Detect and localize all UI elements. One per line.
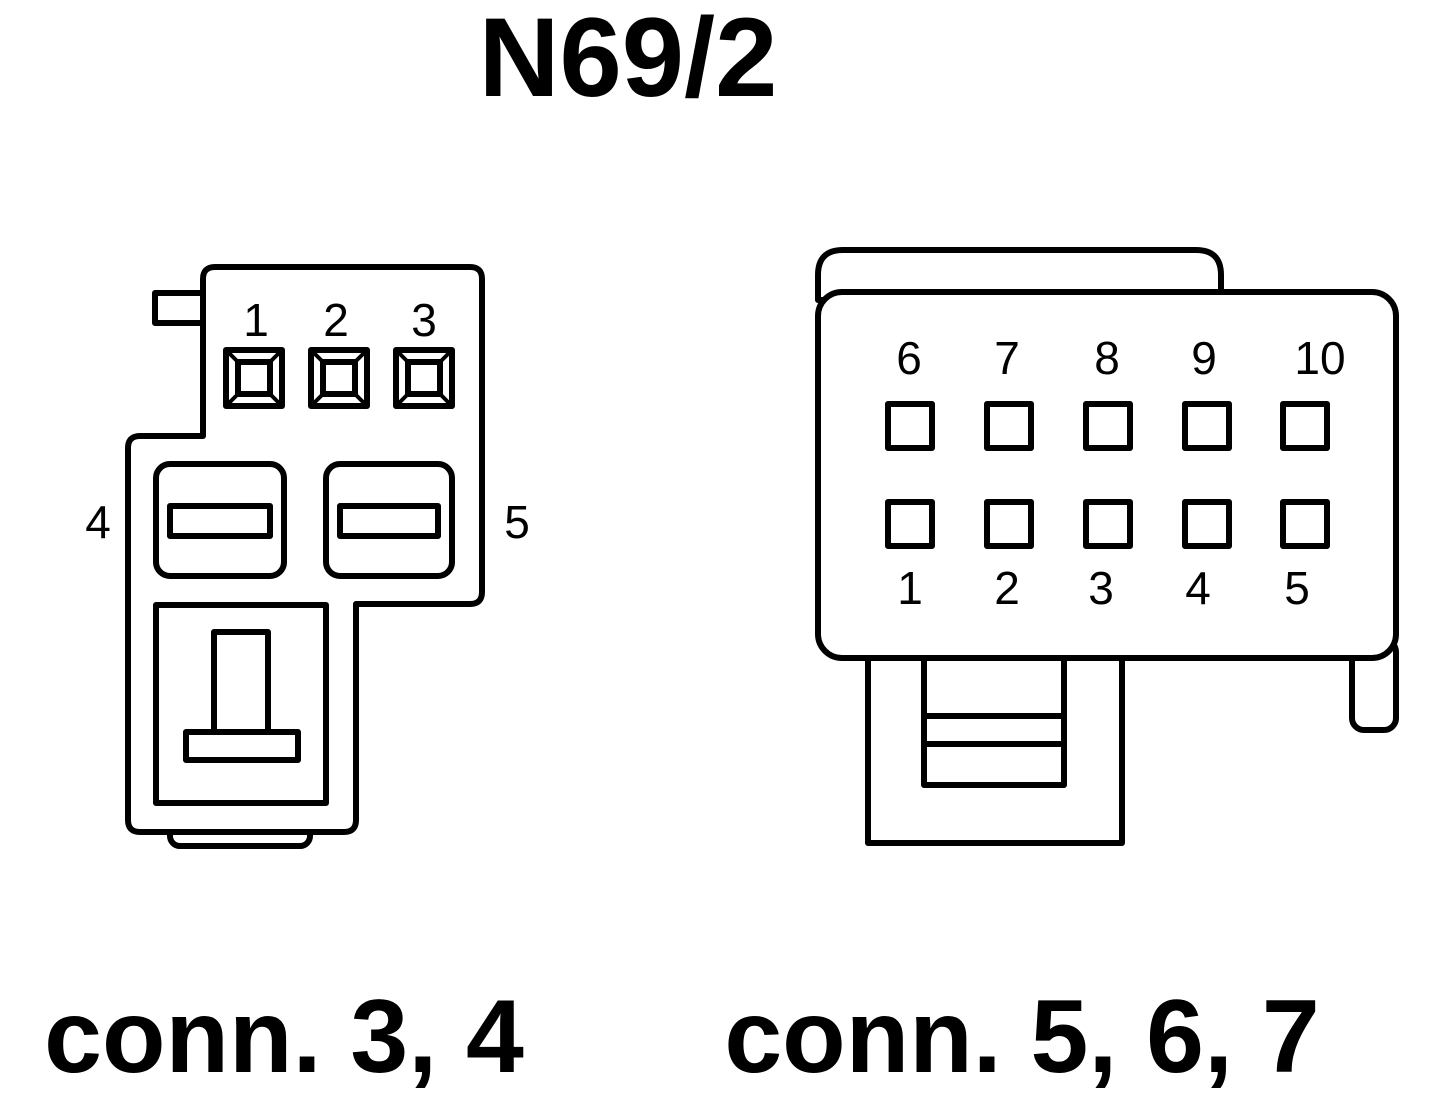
right-pin-6-socket (885, 401, 935, 451)
right-pin-label-4: 4 (1185, 562, 1211, 614)
left-connector: 1 2 3 4 5 conn. 3, 4 (44, 264, 530, 1095)
right-pin-7-socket (984, 401, 1034, 451)
right-pin-5-socket (1280, 499, 1330, 549)
left-pin-4-socket (153, 461, 287, 579)
right-pin-label-3: 3 (1088, 562, 1114, 614)
right-connector-back-cover (815, 247, 1224, 303)
left-pin-3-socket (393, 347, 455, 409)
left-pin-label-2: 2 (323, 294, 349, 346)
left-pin-label-5: 5 (504, 496, 530, 548)
right-pin-label-7: 7 (994, 332, 1020, 384)
left-connector-nub (152, 290, 208, 326)
right-pin-label-2: 2 (994, 562, 1020, 614)
right-pin-label-9: 9 (1191, 332, 1217, 384)
right-pin-4-socket (1182, 499, 1232, 549)
left-pin-1-socket (223, 347, 285, 409)
right-connector-housing (815, 289, 1399, 661)
left-pin-label-3: 3 (411, 294, 437, 346)
right-pin-label-6: 6 (896, 332, 922, 384)
right-pin-9-socket (1182, 401, 1232, 451)
left-connector-coding-key (153, 602, 329, 806)
left-pin-2-socket (308, 347, 370, 409)
left-connector-caption: conn. 3, 4 (44, 979, 524, 1095)
left-pin-label-4: 4 (85, 496, 111, 548)
right-pin-label-10: 10 (1294, 332, 1345, 384)
left-pin-label-1: 1 (243, 294, 269, 346)
left-pin-5-socket (323, 461, 455, 579)
right-pin-8-socket (1083, 401, 1133, 451)
right-connector-lock (865, 637, 1125, 846)
right-pin-1-socket (885, 499, 935, 549)
right-pin-3-socket (1083, 499, 1133, 549)
right-connector: 6 7 8 9 10 1 2 3 4 5 conn. 5, 6, 7 (724, 247, 1399, 1095)
right-connector-caption: conn. 5, 6, 7 (724, 979, 1319, 1095)
diagram-title: N69/2 (479, 0, 778, 120)
right-pin-10-socket (1280, 401, 1330, 451)
right-pin-label-8: 8 (1094, 332, 1120, 384)
right-pin-label-1: 1 (897, 562, 923, 614)
right-pin-2-socket (984, 499, 1034, 549)
right-pin-label-5: 5 (1284, 562, 1310, 614)
